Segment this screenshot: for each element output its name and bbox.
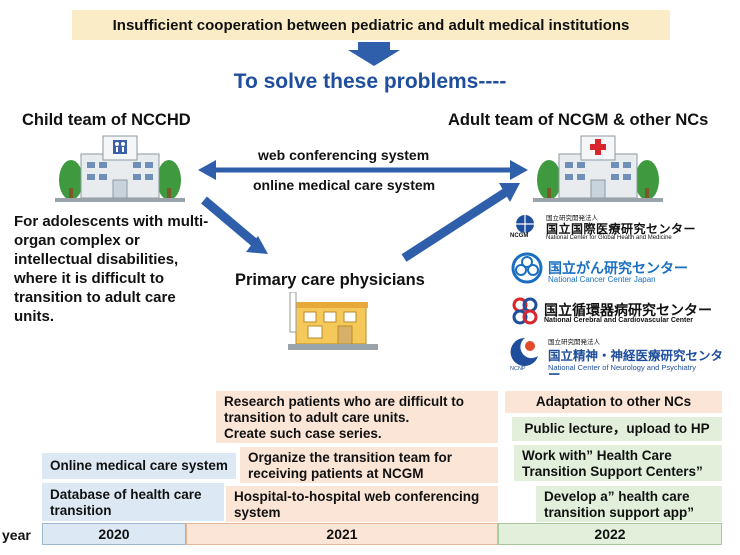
task-web-conferencing: Hospital-to-hospital web conferencing sy… <box>226 486 498 522</box>
down-arrow-icon <box>348 42 400 66</box>
child-team-description: For adolescents with multi-organ complex… <box>14 213 209 325</box>
problem-text: Insufficient cooperation between pediatr… <box>112 16 630 34</box>
ncnp-logo: NCNP 国立研究開発法人 国立精神・神経医療研究センター National C… <box>510 336 735 382</box>
task-support-centers: Work with” Health Care Transition Suppor… <box>514 445 722 481</box>
year-2022: 2022 <box>498 523 722 545</box>
task-transition-team: Organize the transition team for receivi… <box>240 447 498 483</box>
child-team-title: Child team of NCCHD <box>22 111 191 129</box>
task-adaptation: Adaptation to other NCs <box>505 391 722 413</box>
task-database: Database of health care transition <box>42 483 224 521</box>
adult-team-title: Adult team of NCGM & other NCs <box>448 111 709 129</box>
clinic-icon <box>288 292 378 350</box>
ncc-rings-icon <box>511 252 543 284</box>
children-hospital-icon <box>55 135 185 202</box>
online-care-label: online medical care system <box>253 177 436 193</box>
child-to-primary-arrow-icon <box>201 196 268 254</box>
ncgm-logo: NCGM 国立研究開発法人 国立国際医療研究センター National Cent… <box>510 215 697 241</box>
ncvc-logo: 国立循環器病研究センター National Cerebral and Cardi… <box>510 296 730 330</box>
task-support-app: Develop a” health care transition suppor… <box>536 486 722 522</box>
double-arrow-icon <box>198 160 528 180</box>
primary-care-title: Primary care physicians <box>235 271 425 289</box>
year-axis-label: year <box>2 527 31 543</box>
web-conferencing-label: web conferencing system <box>258 147 430 163</box>
solve-heading: To solve these problems---- <box>233 70 507 93</box>
primary-to-adult-arrow-icon <box>401 183 520 262</box>
task-research: Research patients who are difficult to t… <box>216 391 498 443</box>
adult-hospital-icon <box>533 135 663 202</box>
task-online-care: Online medical care system <box>42 453 236 479</box>
ncnp-brain-icon <box>510 337 538 366</box>
problem-banner: Insufficient cooperation between pediatr… <box>72 10 670 40</box>
ncgm-globe-icon <box>516 215 534 233</box>
year-2021: 2021 <box>186 523 498 545</box>
year-2020: 2020 <box>42 523 186 545</box>
ncc-logo: 国立がん研究センター National Cancer Center Japan <box>510 252 730 286</box>
task-public-lecture: Public lecture，upload to HP <box>512 417 722 441</box>
ncvc-infinity-icon <box>512 297 538 325</box>
